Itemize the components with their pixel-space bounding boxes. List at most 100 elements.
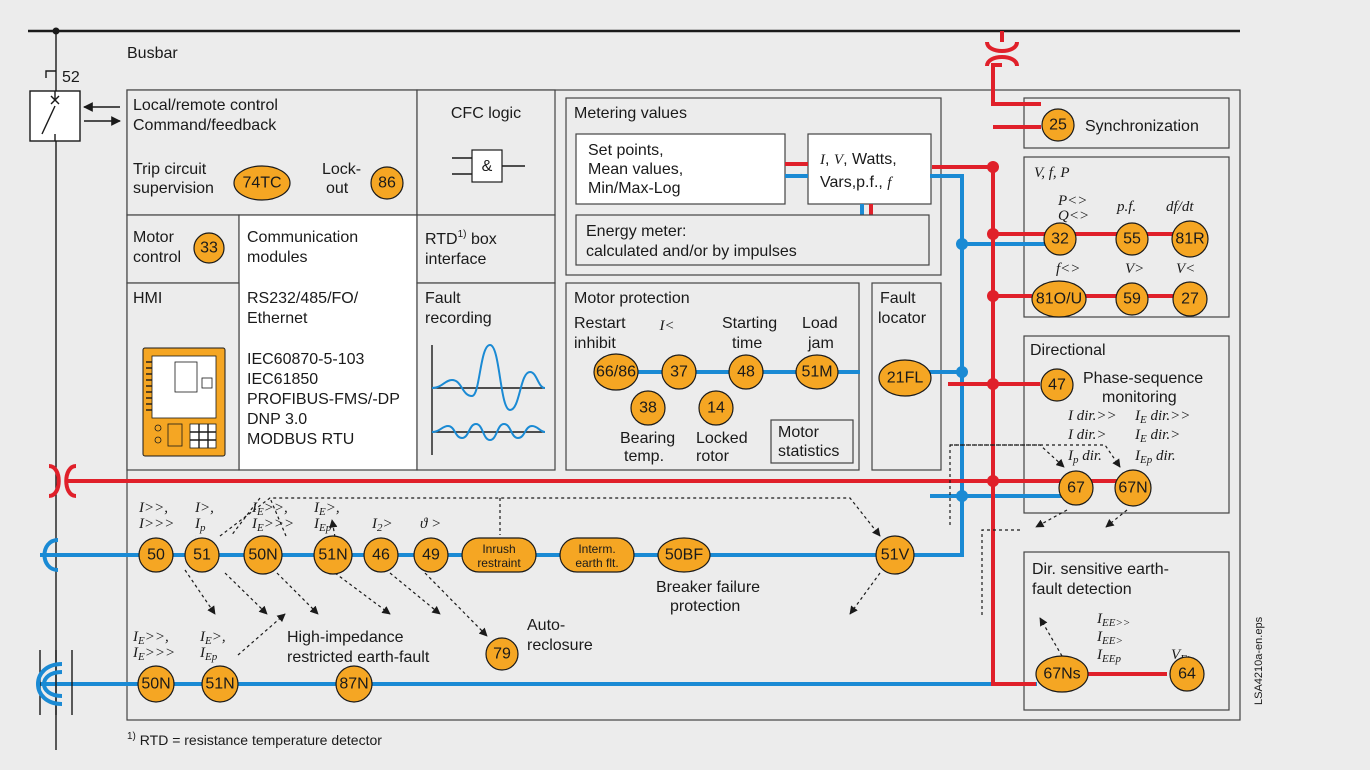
svg-text:51V: 51V — [881, 547, 910, 564]
func-46: 46 — [363, 537, 399, 573]
breaker-failure-label2: protection — [670, 598, 740, 615]
phase-sequence-label2: monitoring — [1102, 389, 1177, 406]
label-50n-b: IE>>> — [251, 516, 294, 534]
svg-text:restraint: restraint — [477, 556, 521, 570]
motor-protection-title: Motor protection — [574, 290, 690, 307]
ieep-label: IEEp — [1096, 647, 1121, 665]
svg-text:55: 55 — [1123, 231, 1141, 248]
svg-text:46: 46 — [372, 547, 390, 564]
load-jam-label1: Load — [802, 315, 838, 332]
breaker-failure-label1: Breaker failure — [656, 579, 760, 596]
svg-text:79: 79 — [493, 646, 511, 663]
func-55: 55 — [1115, 222, 1149, 256]
func-37: 37 — [661, 354, 697, 390]
func-27: 27 — [1172, 281, 1208, 317]
high-impedance-label1: High-impedance — [287, 629, 404, 646]
label-row2-51n: IE>, — [199, 629, 226, 647]
set-points-label: Set points, — [588, 142, 664, 159]
func-intermittent-earth-fault: Interm.earth flt. — [559, 537, 635, 573]
breaker-bracket — [45, 70, 56, 78]
func-67Ns: 67Ns — [1035, 655, 1089, 693]
measured-values-box — [807, 133, 932, 205]
breaker-number: 52 — [62, 69, 80, 86]
func-25: 25 — [1041, 108, 1075, 142]
func-50: 50 — [138, 537, 174, 573]
earth-fault-label2: fault detection — [1032, 581, 1132, 598]
set-points-box — [575, 133, 786, 205]
measured-values-line2: Vars,p.f., f — [820, 174, 893, 191]
core-balance-ct-icon — [36, 650, 73, 715]
hmi-label: HMI — [133, 290, 162, 307]
func-50BF: 50BF — [657, 537, 711, 573]
func-33: 33 — [193, 232, 225, 264]
restart-inhibit-label1: Restart — [574, 315, 626, 332]
svg-text:51N: 51N — [205, 676, 234, 693]
svg-text:81R: 81R — [1175, 231, 1204, 248]
svg-text:51N: 51N — [318, 547, 347, 564]
energy-meter-box — [575, 214, 930, 266]
and-gate-symbol: & — [482, 158, 493, 175]
voltage-transformer-top-icon — [985, 31, 1019, 67]
breaker-cross-b — [50, 95, 60, 105]
label-51b: Ip — [194, 516, 206, 534]
func-81R: 81R — [1171, 220, 1209, 258]
func-48: 48 — [728, 354, 764, 390]
measured-values-line1: I, V, Watts, — [819, 151, 897, 168]
svg-text:67Ns: 67Ns — [1043, 666, 1080, 683]
undercurrent-label: I< — [658, 318, 674, 334]
svg-text:47: 47 — [1048, 377, 1066, 394]
starting-time-label2: time — [732, 335, 762, 352]
svg-text:37: 37 — [670, 364, 688, 381]
func-51N: 51N — [313, 535, 353, 575]
footnote: 1) RTD = resistance temperature detector — [127, 731, 382, 748]
waveform-icon — [431, 343, 546, 455]
lockout-label1: Lock- — [322, 161, 361, 178]
comm-item: IEC61850 — [247, 371, 318, 388]
dir-ie-low-label: IE dir.> — [1134, 427, 1180, 445]
motor-statistics-label2: statistics — [778, 443, 839, 460]
phase-sequence-label1: Phase-sequence — [1083, 370, 1203, 387]
svg-text:50N: 50N — [141, 676, 170, 693]
comm-title1: Communication — [247, 229, 358, 246]
func-51: 51 — [184, 537, 220, 573]
func-21FL: 21FL — [878, 359, 932, 397]
figure-code: LSA4210a-en.eps — [1253, 616, 1265, 705]
svg-text:67: 67 — [1067, 480, 1085, 497]
red-junctions — [987, 161, 999, 487]
svg-text:50N: 50N — [248, 547, 277, 564]
svg-text:81O/U: 81O/U — [1036, 291, 1082, 308]
svg-text:87N: 87N — [339, 676, 368, 693]
fault-locator-label1: Fault — [880, 290, 916, 307]
dir-iep-label: IEp dir. — [1134, 448, 1176, 466]
func-47: 47 — [1040, 368, 1074, 402]
directional-title: Directional — [1030, 342, 1106, 359]
high-impedance-label2: restricted earth-fault — [287, 649, 430, 666]
label-row2-50n-b: IE>>> — [132, 645, 175, 663]
comm-item: DNP 3.0 — [247, 411, 307, 428]
label-51: I>, — [194, 500, 214, 516]
func-14: 14 — [698, 390, 734, 426]
func-81O-U: 81O/U — [1031, 280, 1087, 318]
func-86: 86 — [370, 166, 404, 200]
svg-text:25: 25 — [1049, 117, 1067, 134]
func-49: 49 — [413, 537, 449, 573]
svg-text:33: 33 — [200, 240, 218, 257]
fault-locator-label2: locator — [878, 310, 927, 327]
metering-title: Metering values — [574, 105, 687, 122]
label-51n: IE>, — [313, 500, 340, 518]
svg-text:66/86: 66/86 — [596, 364, 636, 381]
blue-junctions — [956, 238, 968, 502]
svg-text:51: 51 — [193, 547, 211, 564]
motor-control-label2: control — [133, 249, 181, 266]
lockout-label2: out — [326, 180, 349, 197]
bearing-temp-label2: temp. — [624, 448, 664, 465]
dir-i-high-label: I dir.>> — [1067, 408, 1117, 424]
func-74TC: 74TC — [233, 165, 291, 201]
minmax-label: Min/Max-Log — [588, 180, 680, 197]
load-jam-label2: jam — [807, 335, 834, 352]
vfp-title: V, f, P — [1034, 165, 1070, 181]
func-row2-51N: 51N — [201, 665, 239, 703]
iee-low-label: IEE> — [1096, 629, 1123, 647]
comm-item: PROFIBUS-FMS/-DP — [247, 391, 400, 408]
